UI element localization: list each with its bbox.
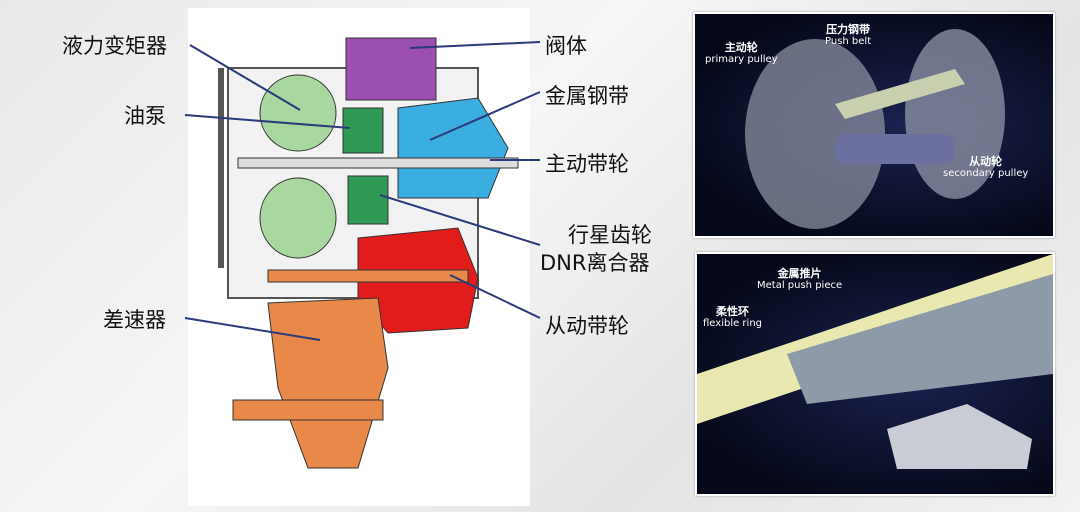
primary-pulley-cn: 主动轮 bbox=[724, 41, 758, 54]
label-torque-converter: 液力变矩器 bbox=[62, 34, 167, 58]
push-belt-cn: 压力钢带 bbox=[826, 23, 871, 36]
label-secondary-pulley: 从动带轮 bbox=[545, 314, 629, 338]
cvt-cross-section-diagram bbox=[188, 8, 530, 506]
push-piece-en: Metal push piece bbox=[757, 280, 843, 291]
label-metal-belt: 金属钢带 bbox=[545, 84, 629, 108]
flexible-ring-cn: 柔性环 bbox=[716, 305, 749, 318]
primary-pulley-en: primary pulley bbox=[705, 54, 778, 65]
push-belt-en: Push belt bbox=[825, 36, 872, 47]
label-differential: 差速器 bbox=[103, 308, 166, 332]
label-oil-pump: 油泵 bbox=[124, 104, 166, 128]
label-valve-body: 阀体 bbox=[545, 34, 587, 58]
primary-pulley-shape bbox=[397, 97, 509, 199]
label-planetary-gear: 行星齿轮 bbox=[568, 223, 652, 247]
flexible-ring-en: flexible ring bbox=[703, 318, 763, 329]
valve-body-shape bbox=[345, 37, 437, 101]
oil-pump-shape bbox=[342, 107, 384, 154]
push-piece-cn: 金属推片 bbox=[777, 267, 822, 280]
label-dnr-clutch: DNR离合器 bbox=[540, 251, 650, 275]
secondary-pulley-cn: 从动轮 bbox=[969, 155, 1003, 168]
secondary-pulley-en: secondary pulley bbox=[943, 168, 1029, 179]
differential-shape bbox=[267, 297, 389, 469]
label-primary-pulley: 主动带轮 bbox=[545, 152, 629, 176]
torque-converter-shape bbox=[259, 74, 337, 152]
